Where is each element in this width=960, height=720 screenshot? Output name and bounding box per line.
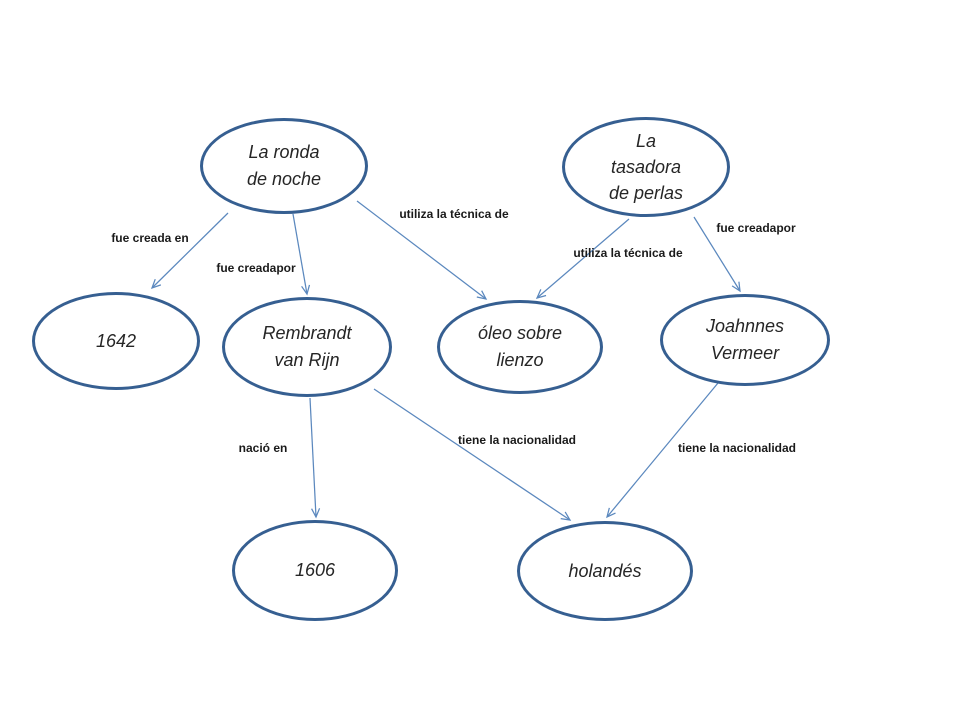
arrow-rembrandt-to-holandes xyxy=(373,388,572,521)
node-label-line: óleo sobre xyxy=(477,323,563,343)
arrow-la-ronda-de-noche-to-rembrandt-van-rijn xyxy=(292,213,311,296)
node-la-ronda-de-noche: La ronda de noche xyxy=(200,118,368,214)
node-label-line: lienzo xyxy=(496,350,544,370)
edge-label-fue-creadapor-right: fue creadapor xyxy=(716,221,796,235)
node-label-line: Joahnnes xyxy=(705,316,785,336)
node-oleo-sobre-lienzo: óleo sobre lienzo xyxy=(437,300,603,394)
edge-label-fue-creada-en: fue creada en xyxy=(111,231,189,245)
edge-label-tiene-nacionalidad-right: tiene la nacionalidad xyxy=(677,441,797,455)
node-la-tasadora-de-perlas: La tasadora de perlas xyxy=(562,117,730,217)
edge-label-fue-creadapor-left: fue creadapor xyxy=(216,261,296,275)
node-1642: 1642 xyxy=(32,292,200,390)
edge-label-utiliza-tecnica-left: utiliza la técnica de xyxy=(399,207,509,221)
node-label-line: Rembrandt xyxy=(262,323,352,343)
node-label-line: La xyxy=(635,131,657,151)
node-label-line: 1642 xyxy=(95,330,137,351)
arrow-vermeer-to-holandes xyxy=(606,382,719,519)
node-rembrandt-van-rijn: Rembrandt van Rijn xyxy=(222,297,392,397)
node-label-line: 1606 xyxy=(294,560,336,580)
node-1606: 1606 xyxy=(232,520,398,621)
node-label-line: tasadora xyxy=(610,157,682,177)
arrow-la-ronda-de-noche-to-1642 xyxy=(150,212,229,290)
arrow-la-tasadora-to-joahnnes-vermeer xyxy=(693,216,741,293)
node-holandes: holandés xyxy=(517,521,693,621)
node-label-line: La ronda xyxy=(248,142,320,162)
node-label-line: de noche xyxy=(246,169,322,189)
edge-label-tiene-nacionalidad-left: tiene la nacionalidad xyxy=(457,433,577,447)
arrow-la-tasadora-to-oleo-sobre-lienzo xyxy=(535,218,630,299)
node-label-line: holandés xyxy=(568,560,642,581)
node-label-line: de perlas xyxy=(608,183,684,203)
edge-label-utiliza-tecnica-right: utiliza la técnica de xyxy=(573,246,683,260)
edge-label-nacio-en: nació en xyxy=(238,441,288,455)
node-label-line: van Rijn xyxy=(274,350,340,370)
node-joahnnes-vermeer: Joahnnes Vermeer xyxy=(660,294,830,386)
arrow-rembrandt-to-1606 xyxy=(309,397,321,519)
arrow-la-ronda-de-noche-to-oleo-sobre-lienzo xyxy=(356,200,488,300)
node-label-line: Vermeer xyxy=(710,343,780,363)
